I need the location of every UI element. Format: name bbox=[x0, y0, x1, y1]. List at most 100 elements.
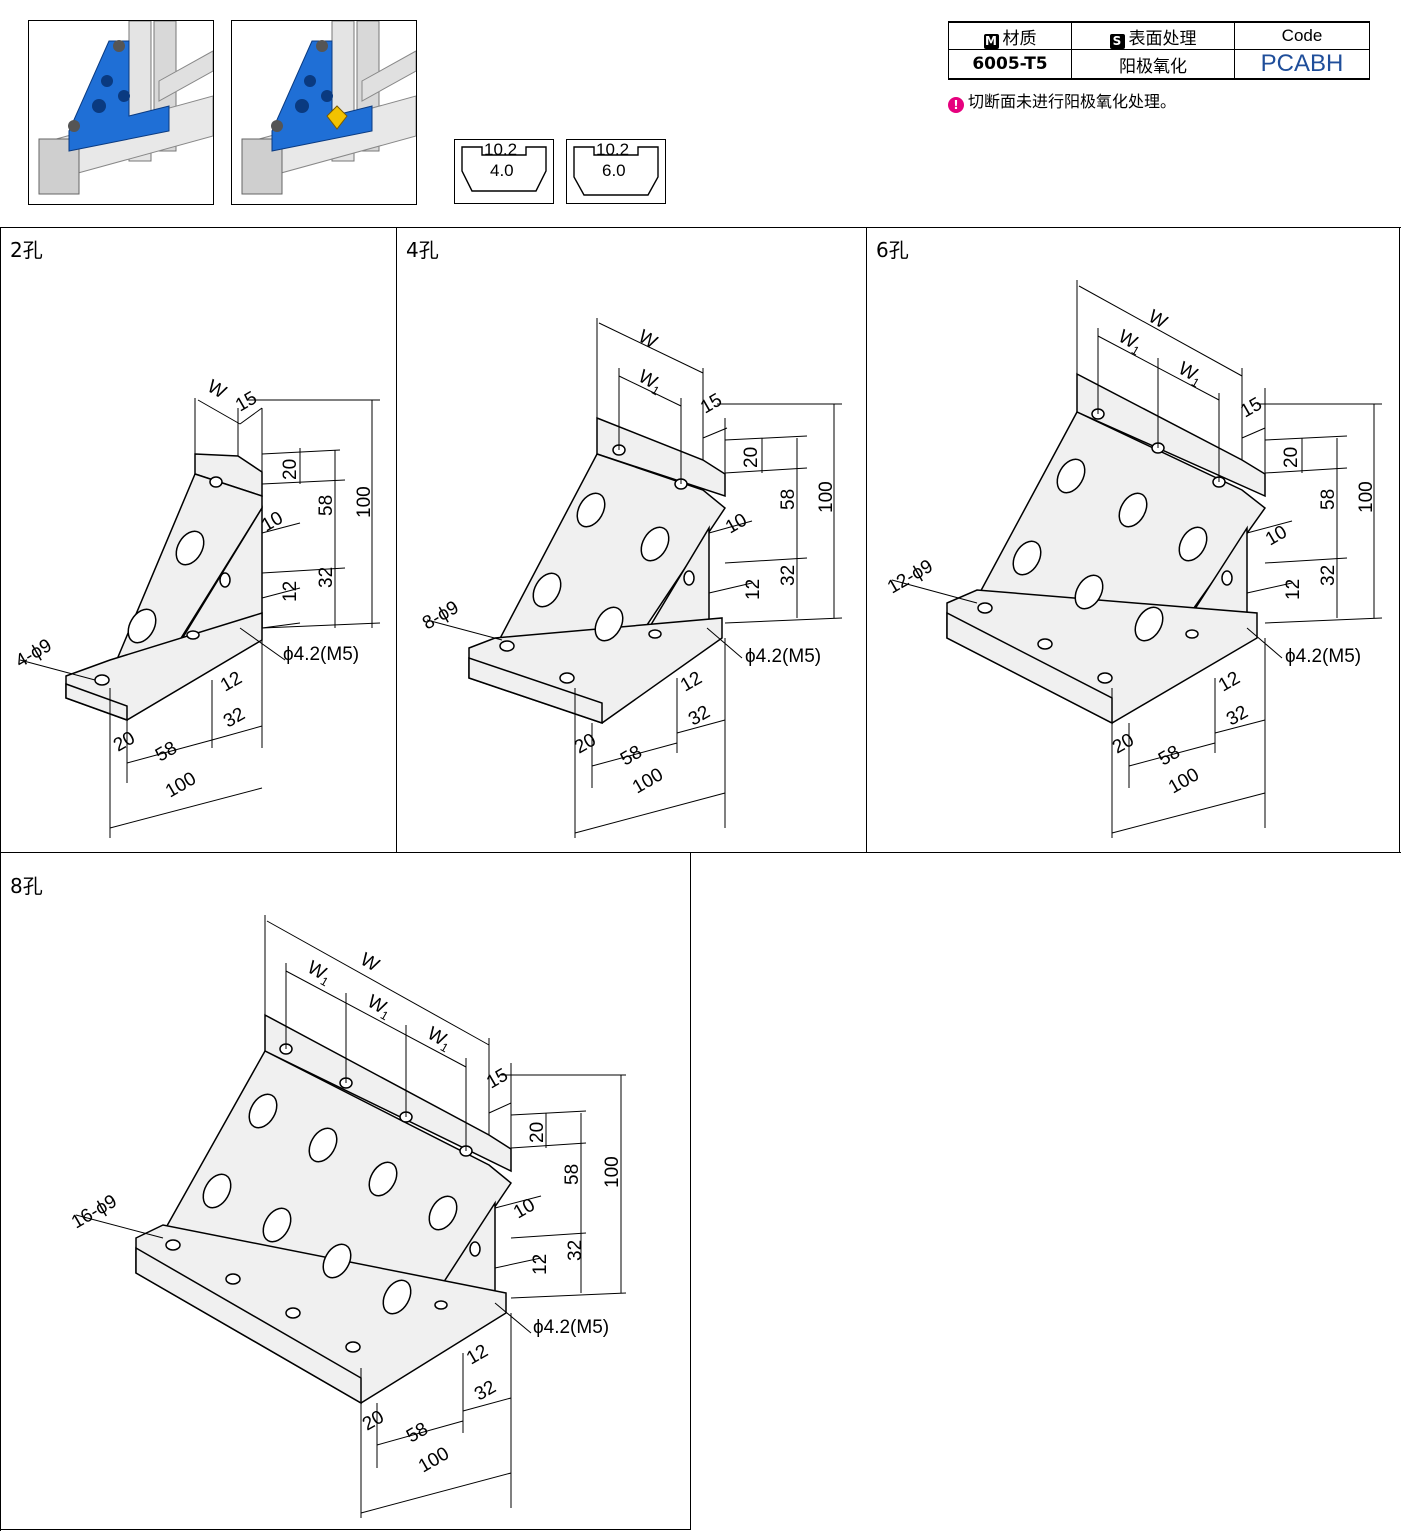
dim-6-w1-b: W1 bbox=[1174, 358, 1207, 390]
surface-label: 表面处理 bbox=[1128, 28, 1197, 49]
dim-6-tap: ϕ4.2(M5) bbox=[1285, 646, 1361, 667]
panel-divider-3 bbox=[690, 852, 691, 1530]
hole-6-gusset-1 bbox=[1221, 570, 1233, 586]
dim-2-100: 100 bbox=[354, 486, 375, 518]
dim-6-20: 20 bbox=[1281, 447, 1302, 468]
dim-2-100-lower: 100 bbox=[162, 768, 200, 802]
hole-6-base-3 bbox=[1097, 672, 1113, 684]
hole-4-gusset-2 bbox=[648, 629, 662, 639]
hole-8-base-4 bbox=[345, 1341, 361, 1353]
hole-8-2 bbox=[308, 1127, 338, 1163]
dim-4-w1: W1 bbox=[634, 366, 667, 398]
section-title-2-hole: 2孔 bbox=[10, 238, 43, 262]
hole-2-base bbox=[94, 674, 110, 686]
hole-6-2 bbox=[1118, 492, 1148, 528]
slot-profile-2-shape bbox=[566, 139, 666, 204]
dim-6-100-lower: 100 bbox=[1165, 764, 1203, 798]
dim-6-15: 15 bbox=[1237, 394, 1266, 423]
bracket-photo-1-image bbox=[38, 21, 213, 195]
dim-8-12-upper: 12 bbox=[530, 1254, 551, 1275]
dim-8-100: 100 bbox=[602, 1156, 623, 1188]
slot-profile-1: 10.2 4.0 bbox=[454, 139, 554, 205]
hole-8-gusset-2 bbox=[434, 1300, 448, 1310]
hole-8-7 bbox=[322, 1243, 352, 1279]
hole-4-base-1 bbox=[499, 640, 515, 652]
hole-4-gusset-1 bbox=[683, 570, 695, 586]
hole-4-3 bbox=[532, 572, 562, 608]
section-title-8-hole: 8孔 bbox=[10, 874, 43, 898]
hole-6-3 bbox=[1178, 526, 1208, 562]
panel-border-left bbox=[0, 227, 1, 1531]
material-label: 材质 bbox=[1002, 28, 1037, 49]
panel-divider-1 bbox=[396, 227, 397, 853]
hole-8-base-3 bbox=[285, 1307, 301, 1319]
hole-8-6 bbox=[262, 1207, 292, 1243]
hole-6-5 bbox=[1074, 574, 1104, 610]
section-title-4-hole: 4孔 bbox=[406, 238, 439, 262]
dim-4-58: 58 bbox=[778, 489, 799, 510]
slot-2-depth: 6.0 bbox=[602, 161, 626, 180]
dim-4-100-lower: 100 bbox=[629, 764, 667, 798]
dim-8-tap: ϕ4.2(M5) bbox=[533, 1317, 609, 1338]
bracket-photo-1 bbox=[28, 20, 214, 205]
dim-4-100: 100 bbox=[816, 481, 837, 513]
panel-divider-2 bbox=[866, 227, 867, 853]
dim-8-10: 10 bbox=[510, 1195, 539, 1224]
dim-8-58-lower: 58 bbox=[403, 1419, 432, 1448]
dim-8-20-lower: 20 bbox=[359, 1407, 388, 1436]
slot-profile-1-shape bbox=[454, 139, 554, 204]
code-header: Code bbox=[1234, 21, 1370, 50]
panel-border-bottom bbox=[0, 1529, 691, 1530]
hole-2-gusset-2 bbox=[186, 630, 200, 640]
panel-border-top bbox=[0, 227, 1401, 228]
dim-2-tap: ϕ4.2(M5) bbox=[283, 644, 359, 665]
dim-6-32-lower: 32 bbox=[1223, 702, 1252, 731]
spec-value-row: 6005-T5 阳极氧化 PCABH bbox=[948, 49, 1370, 80]
hole-2-top bbox=[209, 476, 223, 488]
dim-8-32-upper: 32 bbox=[565, 1240, 586, 1261]
dim-4-10: 10 bbox=[722, 510, 751, 539]
bracket-photo-2-image bbox=[241, 21, 416, 195]
dim-4-32-lower: 32 bbox=[685, 702, 714, 731]
dim-6-12-lower: 12 bbox=[1215, 668, 1244, 697]
surface-value: 阳极氧化 bbox=[1071, 49, 1235, 80]
dim-8-15: 15 bbox=[483, 1065, 512, 1094]
code-value-text: PCABH bbox=[1260, 50, 1344, 77]
dim-6-20-lower: 20 bbox=[1109, 730, 1138, 759]
slot-2-width: 10.2 bbox=[596, 140, 630, 159]
surface-badge: S bbox=[1109, 33, 1125, 49]
dim-4-tap: ϕ4.2(M5) bbox=[745, 646, 821, 667]
dim-4-32-upper: 32 bbox=[778, 565, 799, 586]
dim-6-w: W bbox=[1145, 306, 1171, 333]
dim-2-58-lower: 58 bbox=[152, 738, 181, 767]
dim-4-12-upper: 12 bbox=[743, 579, 764, 600]
note: !切断面未进行阳极氧化处理。 bbox=[948, 88, 1176, 113]
slot-1-depth: 4.0 bbox=[490, 161, 514, 180]
warning-icon: ! bbox=[948, 97, 964, 113]
section-title-6-hole: 6孔 bbox=[876, 238, 909, 262]
panel-border-right bbox=[1399, 227, 1400, 853]
dim-8-100-lower: 100 bbox=[415, 1443, 453, 1477]
material-badge: M bbox=[983, 33, 999, 49]
dim-4-20: 20 bbox=[741, 447, 762, 468]
dim-8-w1-a: W1 bbox=[303, 957, 336, 989]
dim-8-w1-b: W1 bbox=[363, 991, 396, 1023]
dim-4-holes: 8-ϕ9 bbox=[419, 597, 463, 634]
hole-2-1 bbox=[175, 530, 205, 566]
dim-2-58: 58 bbox=[316, 495, 337, 516]
base-front-2 bbox=[65, 682, 128, 722]
hole-6-4 bbox=[1012, 540, 1042, 576]
drawing-6-hole: W W1 W1 15 20 58 100 10 12 32 ϕ4.2(M5) 1… bbox=[884, 280, 1383, 838]
hole-2-2 bbox=[127, 608, 157, 644]
bracket-photo-2 bbox=[231, 20, 417, 205]
dim-6-12-upper: 12 bbox=[1283, 579, 1304, 600]
hole-8-4 bbox=[428, 1195, 458, 1231]
dim-8-20: 20 bbox=[527, 1122, 548, 1143]
hole-8-3 bbox=[368, 1161, 398, 1197]
dim-2-12-lower: 12 bbox=[217, 668, 246, 697]
code-value: PCABH bbox=[1234, 49, 1370, 80]
hole-4-2 bbox=[640, 526, 670, 562]
note-text: 切断面未进行阳极氧化处理。 bbox=[968, 92, 1177, 111]
dim-4-w: W bbox=[635, 326, 661, 353]
